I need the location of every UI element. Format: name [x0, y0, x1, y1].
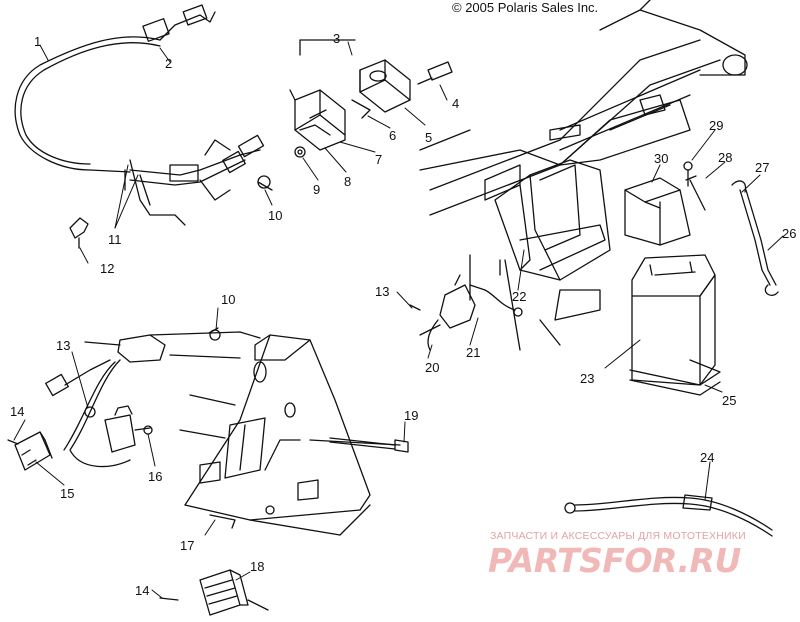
callout-9: 9: [313, 182, 320, 197]
ignition-harness: [45, 331, 261, 468]
callout-26: 26: [782, 226, 796, 241]
watermark-tagline: ЗАПЧАСТИ И АКСЕССУАРЫ ДЛЯ МОТОТЕХНИКИ: [490, 530, 746, 542]
callout-27: 27: [755, 160, 769, 175]
battery-bracket: [494, 159, 611, 351]
leader-lines: [13, 41, 784, 599]
callout-24: 24: [700, 450, 714, 465]
callout-11: 11: [108, 232, 122, 247]
rectifier: [159, 569, 269, 616]
frame: [419, 0, 748, 216]
battery: [624, 177, 721, 396]
callout-25: 25: [722, 393, 736, 408]
callout-19: 19: [404, 408, 418, 423]
relay-assembly: [289, 39, 453, 158]
callout-5: 5: [425, 130, 432, 145]
callout-14-lower: 14: [135, 583, 149, 598]
copyright-notice: © 2005 Polaris Sales Inc.: [452, 0, 599, 15]
regulator: [7, 431, 53, 471]
callout-7: 7: [375, 152, 382, 167]
callout-13-left: 13: [56, 338, 70, 353]
callout-15: 15: [60, 486, 74, 501]
callout-29: 29: [709, 118, 723, 133]
callout-4: 4: [452, 96, 459, 111]
callout-30: 30: [654, 151, 668, 166]
callout-20: 20: [425, 360, 439, 375]
callout-18: 18: [250, 559, 264, 574]
callout-1: 1: [34, 34, 41, 49]
hold-down-strap: [683, 161, 779, 296]
callout-23: 23: [580, 371, 594, 386]
callout-labels: 1 2 3 4 5 6 7 8 9 10 11 12 10 13 13 14 1…: [10, 31, 796, 598]
callout-6: 6: [389, 128, 396, 143]
battery-cable: [564, 494, 773, 537]
solenoid: [409, 254, 523, 351]
callout-3: 3: [333, 31, 340, 46]
callout-12: 12: [100, 261, 114, 276]
callout-14-upper: 14: [10, 404, 24, 419]
callout-10-upper: 10: [268, 208, 282, 223]
small-clips: [69, 175, 273, 341]
wire-harness: [14, 4, 265, 226]
mount-plate: [169, 334, 401, 536]
callout-21: 21: [466, 345, 480, 360]
callout-17: 17: [180, 538, 194, 553]
callout-2: 2: [165, 56, 172, 71]
callout-22: 22: [512, 289, 526, 304]
callout-28: 28: [718, 150, 732, 165]
callout-10-lower: 10: [221, 292, 235, 307]
callout-8: 8: [344, 174, 351, 189]
callout-13-right: 13: [375, 284, 389, 299]
callout-16: 16: [148, 469, 162, 484]
watermark-brand: PARTSFOR.RU: [488, 541, 741, 580]
